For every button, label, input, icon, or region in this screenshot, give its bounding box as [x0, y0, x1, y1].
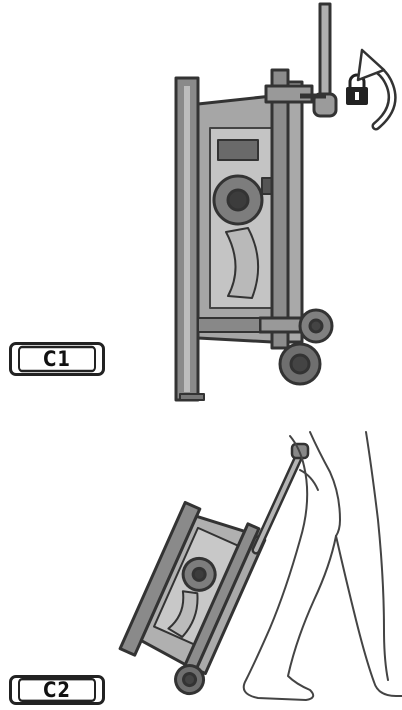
step-label-c2: C2 [9, 675, 105, 705]
person-legs-outline [244, 432, 402, 700]
step-label-c2-text: C2 [18, 678, 96, 702]
frame-leg [272, 70, 288, 348]
saw-upright-illustration [176, 4, 336, 400]
step-label-c1-text: C1 [18, 346, 96, 372]
saw-tilted-illustration [114, 497, 269, 698]
step-label-c1: C1 [9, 342, 105, 376]
transport-handle [320, 4, 330, 100]
